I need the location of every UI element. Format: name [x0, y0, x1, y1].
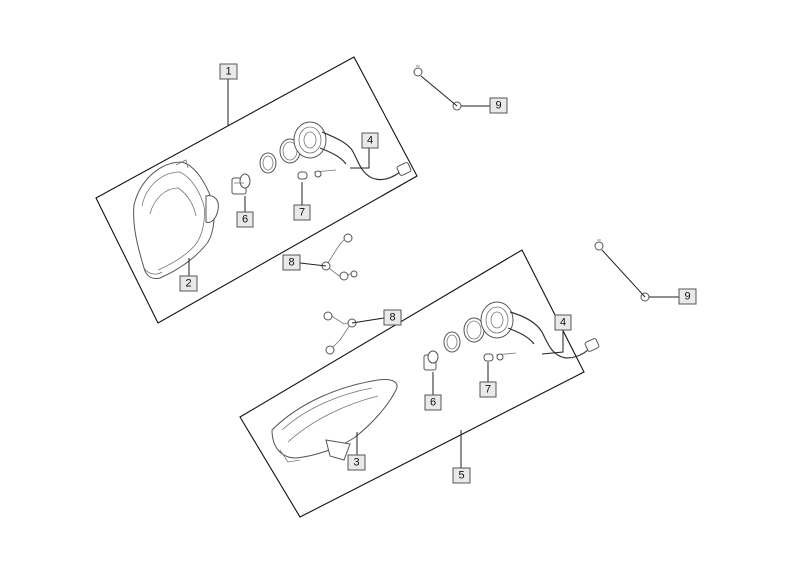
callout-8-top: 8	[282, 254, 301, 271]
lower-fastener-set	[323, 311, 357, 355]
lower-harness	[480, 301, 600, 361]
callout-7-top: 7	[293, 204, 311, 221]
callout-3: 3	[347, 454, 366, 471]
svg-text:7: 7	[485, 384, 491, 396]
callout-8-bottom: 8	[383, 309, 402, 326]
upper-assembly-frame	[95, 56, 418, 324]
svg-text:3: 3	[353, 457, 359, 469]
leader-lines	[188, 75, 679, 468]
svg-text:8: 8	[288, 257, 294, 269]
upper-bulb	[231, 173, 251, 195]
lower-headlight-housing	[271, 379, 398, 463]
upper-small-bulb	[297, 171, 308, 180]
svg-text:8: 8	[389, 312, 395, 324]
callout-2: 2	[179, 275, 198, 292]
callout-6-bottom: 6	[424, 394, 442, 411]
svg-text:7: 7	[299, 207, 305, 219]
lower-assembly-frame	[239, 249, 585, 518]
lower-socket-rings	[443, 317, 485, 353]
lower-small-bulb	[483, 353, 494, 362]
upper-headlight-housing	[133, 159, 219, 279]
callout-4-bottom: 4	[554, 314, 572, 331]
svg-text:1: 1	[225, 66, 231, 78]
upper-harness	[293, 121, 412, 181]
callout-9-bottom: 9	[678, 288, 697, 305]
svg-text:6: 6	[242, 214, 248, 226]
svg-text:2: 2	[185, 278, 191, 290]
callout-9-top: 9	[489, 97, 508, 114]
svg-text:5: 5	[458, 470, 464, 482]
svg-text:4: 4	[560, 317, 566, 329]
callout-6-top: 6	[236, 211, 254, 228]
svg-text:9: 9	[684, 291, 690, 303]
svg-text:9: 9	[495, 100, 501, 112]
svg-text:4: 4	[367, 135, 373, 147]
callout-4-top: 4	[361, 132, 379, 149]
callout-1: 1	[219, 63, 238, 80]
svg-text:6: 6	[430, 397, 436, 409]
lower-bulb	[423, 350, 439, 371]
upper-fastener-set	[321, 233, 358, 281]
callout-7-bottom: 7	[479, 381, 497, 398]
callout-5: 5	[452, 467, 471, 484]
